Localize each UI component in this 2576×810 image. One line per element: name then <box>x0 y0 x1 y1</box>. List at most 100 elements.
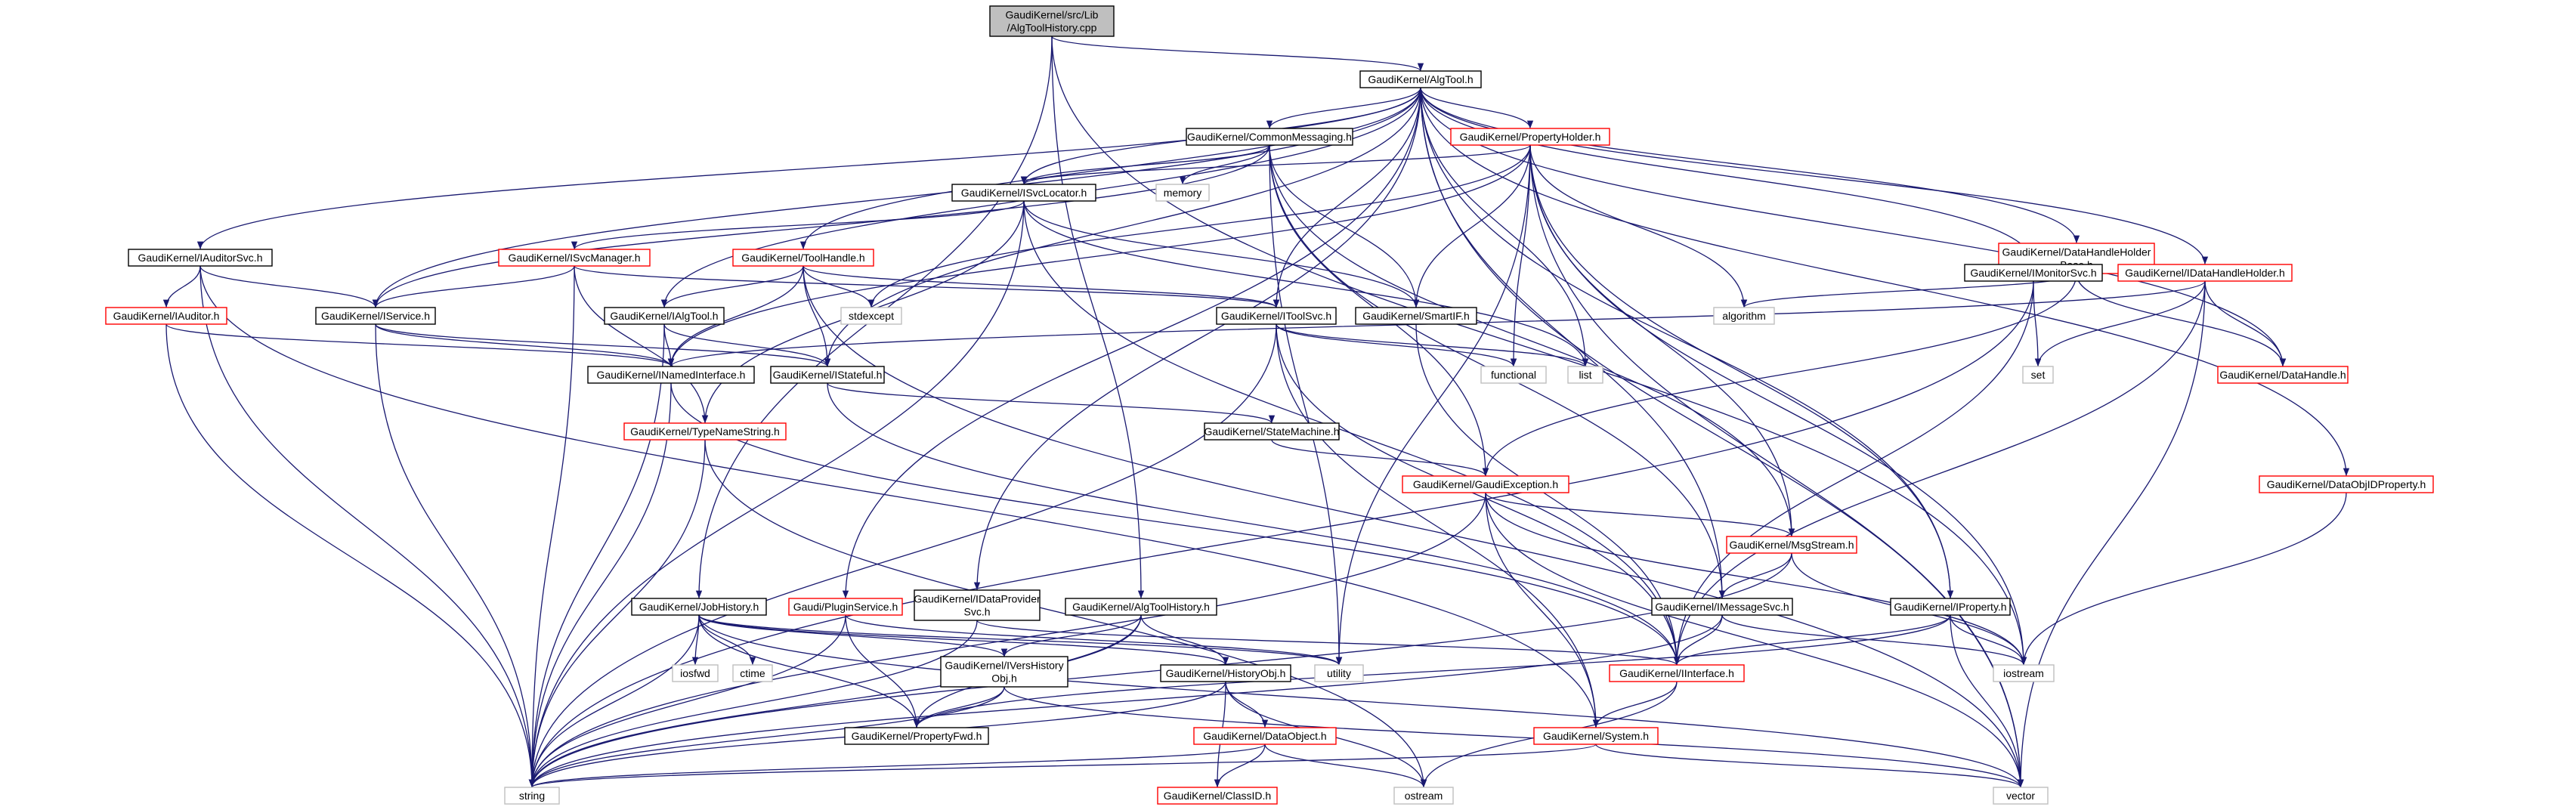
node-list[interactable]: list <box>1567 366 1603 384</box>
node-box <box>1480 366 1547 384</box>
node-IStateful[interactable]: GaudiKernel/IStateful.h <box>770 366 885 384</box>
edge-arrow <box>1023 200 1589 367</box>
node-IMessageSvc[interactable]: GaudiKernel/IMessageSvc.h <box>1651 598 1793 616</box>
node-vector[interactable]: vector <box>1993 787 2049 805</box>
edge-IAuditorSvc-to-string <box>199 265 536 788</box>
edge-arrow <box>976 620 1680 666</box>
edge-arrow <box>372 87 1421 308</box>
node-AlgTool[interactable]: GaudiKernel/AlgTool.h <box>1359 70 1482 88</box>
edge-IToolSvc-to-IInterface <box>1276 323 1681 666</box>
node-IInterface[interactable]: GaudiKernel/IInterface.h <box>1609 664 1745 682</box>
node-iosfwd[interactable]: iosfwd <box>672 664 719 682</box>
node-functional[interactable]: functional <box>1480 366 1547 384</box>
node-ClassID[interactable]: GaudiKernel/ClassID.h <box>1157 787 1278 805</box>
node-JobHistory[interactable]: GaudiKernel/JobHistory.h <box>631 598 767 616</box>
node-ISvcLocator[interactable]: GaudiKernel/ISvcLocator.h <box>951 184 1096 202</box>
edge-arrow <box>528 614 846 788</box>
node-TypeNameString[interactable]: GaudiKernel/TypeNameString.h <box>623 422 787 441</box>
node-set[interactable]: set <box>2022 366 2054 384</box>
edge-IDataProviderSvc-to-string <box>528 620 978 788</box>
node-ToolHandle[interactable]: GaudiKernel/ToolHandle.h <box>732 249 874 267</box>
node-HistoryObj[interactable]: GaudiKernel/HistoryObj.h <box>1160 664 1291 682</box>
node-IDataHandleHolder[interactable]: GaudiKernel/IDataHandleHolder.h <box>2117 264 2293 282</box>
node-label: GaudiKernel/IDataProvider <box>914 593 1041 605</box>
edge-arrow <box>1510 144 1531 367</box>
node-IMonitorSvc[interactable]: GaudiKernel/IMonitorSvc.h <box>1964 264 2103 282</box>
node-box <box>951 184 1096 202</box>
node-box <box>498 249 651 267</box>
node-AlgToolHistory[interactable]: GaudiKernel/AlgToolHistory.h <box>1065 598 1217 616</box>
edge-TypeNameString-to-string <box>528 439 706 788</box>
node-IAuditor[interactable]: GaudiKernel/IAuditor.h <box>105 307 227 325</box>
node-box <box>672 664 719 682</box>
node-GaudiException[interactable]: GaudiKernel/GaudiException.h <box>1402 475 1569 493</box>
node-DataHandle[interactable]: GaudiKernel/DataHandle.h <box>2217 366 2349 384</box>
node-label: GaudiKernel/IInterface.h <box>1619 667 1734 679</box>
node-box <box>1160 664 1291 682</box>
node-label: GaudiKernel/AlgTool.h <box>1368 73 1473 85</box>
edge-root-to-AlgToolHistory <box>1051 36 1145 599</box>
edge-IAlgTool-to-string <box>528 323 665 788</box>
edge-IAlgTool-to-IStateful <box>663 323 831 367</box>
edge-IService-to-string <box>375 323 536 788</box>
node-IToolSvc[interactable]: GaudiKernel/IToolSvc.h <box>1216 307 1337 325</box>
node-CommonMessaging[interactable]: GaudiKernel/CommonMessaging.h <box>1186 128 1353 146</box>
node-label: Gaudi/PluginService.h <box>793 601 898 613</box>
node-ISvcManager[interactable]: GaudiKernel/ISvcManager.h <box>498 249 651 267</box>
node-root[interactable]: GaudiKernel/src/Lib/AlgToolHistory.cpp <box>989 5 1115 37</box>
node-box <box>940 656 1068 688</box>
edge-arrow <box>1485 492 2024 788</box>
node-algorithm[interactable]: algorithm <box>1713 307 1775 325</box>
node-MsgStream[interactable]: GaudiKernel/MsgStream.h <box>1726 536 1857 554</box>
edge-arrow <box>1021 144 1531 185</box>
node-label: GaudiKernel/IAlgTool.h <box>610 310 718 322</box>
node-IAuditorSvc[interactable]: GaudiKernel/IAuditorSvc.h <box>128 249 273 267</box>
node-box <box>1567 366 1603 384</box>
edge-arrow <box>528 382 672 788</box>
node-box <box>1890 598 2011 616</box>
node-memory[interactable]: memory <box>1155 184 1210 202</box>
edge-arrow <box>1718 552 1792 599</box>
node-label: GaudiKernel/IVersHistory <box>945 660 1063 672</box>
edge-arrow <box>1485 492 1600 728</box>
node-StateMachine[interactable]: GaudiKernel/StateMachine.h <box>1204 422 1340 441</box>
node-IService[interactable]: GaudiKernel/IService.h <box>315 307 436 325</box>
node-DataObject[interactable]: GaudiKernel/DataObject.h <box>1193 727 1337 745</box>
node-IAlgTool[interactable]: GaudiKernel/IAlgTool.h <box>604 307 725 325</box>
node-SmartIF[interactable]: GaudiKernel/SmartIF.h <box>1355 307 1477 325</box>
edge-arrow <box>1529 144 2027 666</box>
node-box <box>2217 366 2349 384</box>
node-System[interactable]: GaudiKernel/System.h <box>1533 727 1659 745</box>
edge-IDataHandleHolder-to-IInterface <box>1673 280 2206 666</box>
edge-arrow <box>691 614 700 666</box>
node-PropertyHolder[interactable]: GaudiKernel/PropertyHolder.h <box>1450 128 1610 146</box>
edge-DataObject-to-ostream <box>1264 744 1427 788</box>
node-box <box>1355 307 1477 325</box>
node-string[interactable]: string <box>504 787 560 805</box>
node-ctime[interactable]: ctime <box>732 664 773 682</box>
edge-arrow <box>1269 144 1343 666</box>
edge-System-to-string <box>529 744 1597 788</box>
edge-arrow <box>165 323 674 367</box>
node-utility[interactable]: utility <box>1314 664 1364 682</box>
node-iostream[interactable]: iostream <box>1993 664 2055 682</box>
node-PropertyFwd[interactable]: GaudiKernel/PropertyFwd.h <box>844 727 989 745</box>
node-label: ctime <box>740 667 765 679</box>
edge-arrow <box>375 323 536 788</box>
node-IProperty[interactable]: GaudiKernel/IProperty.h <box>1890 598 2011 616</box>
node-DataObjIDProperty[interactable]: GaudiKernel/DataObjIDProperty.h <box>2259 475 2434 493</box>
edge-arrow <box>1673 280 2034 666</box>
node-INamedInterface[interactable]: GaudiKernel/INamedInterface.h <box>587 366 755 384</box>
edge-arrow <box>528 323 1277 788</box>
node-stdexcept[interactable]: stdexcept <box>840 307 902 325</box>
node-label: GaudiKernel/DataHandle.h <box>2219 369 2346 381</box>
node-label: memory <box>1164 187 1202 199</box>
node-ostream[interactable]: ostream <box>1393 787 1454 805</box>
edge-IDataHandleHolder-to-vector <box>2017 280 2206 788</box>
node-label: functional <box>1491 369 1536 381</box>
edge-IAuditor-to-INamedInterface <box>165 323 674 367</box>
edge-AlgTool-to-CommonMessaging <box>1266 87 1421 129</box>
node-PluginService[interactable]: Gaudi/PluginService.h <box>788 598 903 616</box>
